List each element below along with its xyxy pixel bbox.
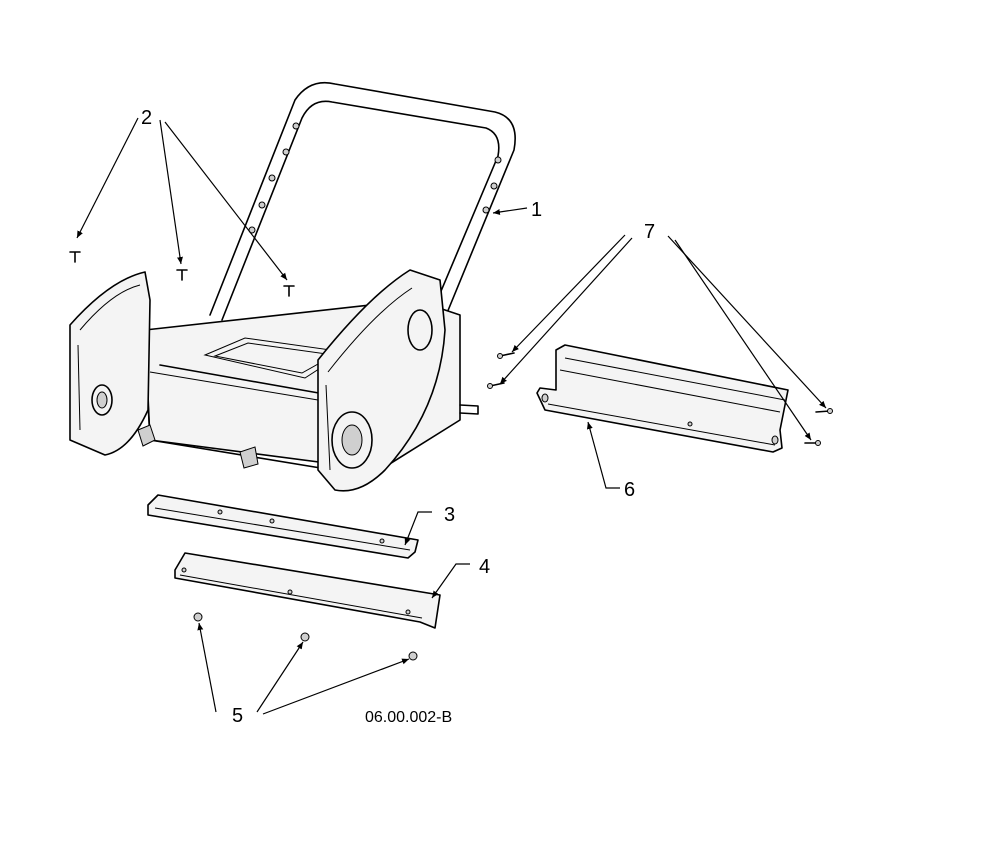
bolt-b (176, 269, 188, 281)
handle-bolt-holes (248, 122, 502, 234)
part-2-bolts (69, 251, 295, 297)
leader-lines (76, 117, 827, 715)
nut-c (408, 651, 418, 661)
screw-a (497, 352, 515, 359)
callout-4: 4 (479, 556, 490, 578)
callout-7: 7 (644, 221, 655, 243)
callout-3: 3 (444, 504, 455, 526)
bolt-c (283, 285, 295, 297)
part-4-angle-plate (174, 552, 441, 629)
callout-5: 5 (232, 705, 243, 727)
drawing-code: 06.00.002-B (365, 709, 452, 726)
part-3-strip (147, 494, 419, 559)
part-6-channel (536, 344, 789, 453)
part-7-screws (487, 352, 833, 446)
nut-a (193, 612, 203, 622)
callout-1: 1 (531, 199, 542, 221)
callout-6: 6 (624, 479, 635, 501)
nut-b (300, 632, 310, 642)
screw-c (815, 408, 833, 414)
callout-2: 2 (141, 107, 152, 129)
bolt-a (69, 251, 81, 263)
screw-d (804, 440, 821, 446)
part-1-frame (69, 81, 516, 492)
callouts: 1 2 3 4 5 6 7 (141, 107, 655, 727)
part-5-nuts (193, 612, 418, 661)
screw-b (487, 382, 505, 389)
